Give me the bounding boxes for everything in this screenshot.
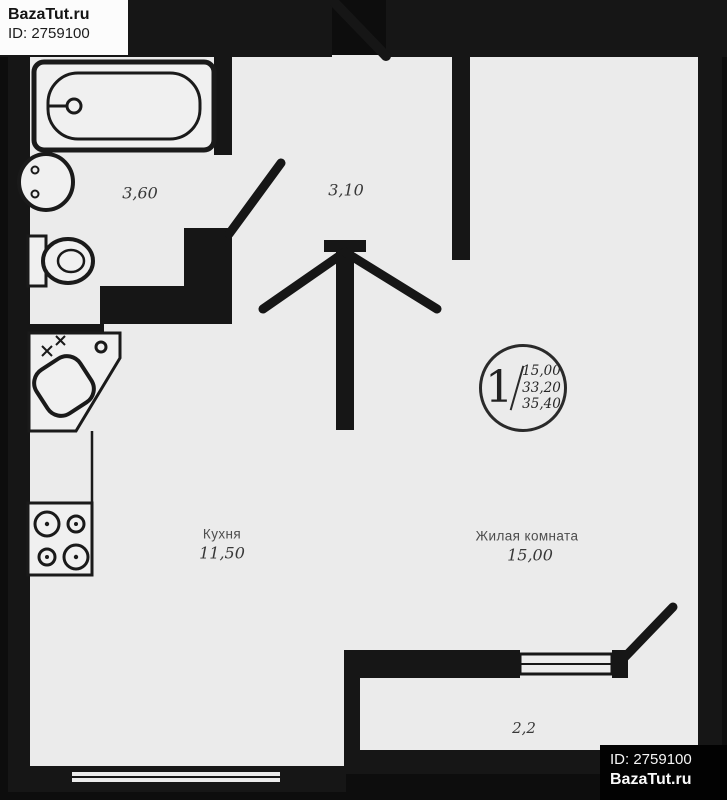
interior-door-left bbox=[258, 247, 350, 314]
entrance-door bbox=[329, 0, 391, 61]
listing-id: ID: 2759100 bbox=[8, 25, 90, 43]
balcony-door bbox=[617, 602, 678, 665]
watermark-bottom-right: ID: 2759100 BazaTut.ru bbox=[600, 745, 727, 800]
kitchen-sink-icon bbox=[27, 331, 122, 433]
rooms-count: 1 bbox=[485, 362, 514, 413]
brand-text: BazaTut.ru bbox=[8, 6, 90, 23]
bathroom-area-label: 3,60 bbox=[122, 183, 158, 203]
kitchen-area-label: 11,50 bbox=[199, 543, 245, 563]
stove-icon bbox=[26, 501, 94, 577]
balcony-window bbox=[518, 650, 614, 678]
kitchen-window bbox=[72, 772, 280, 782]
listing-id: ID: 2759100 bbox=[610, 751, 692, 768]
hallway-area-label: 3,10 bbox=[328, 180, 364, 200]
washbasin-icon bbox=[17, 152, 75, 212]
apartment-summary-badge: 1 15,00 33,20 35,40 bbox=[479, 344, 567, 432]
living-room-name-label: Жилая комната bbox=[475, 528, 579, 544]
doors bbox=[224, 0, 678, 665]
badge-total-area: 35,40 bbox=[522, 396, 561, 413]
interior-door-right bbox=[340, 247, 442, 314]
badge-useful-area: 33,20 bbox=[522, 379, 561, 396]
watermark-top-left: BazaTut.ru ID: 2759100 bbox=[0, 0, 128, 55]
balcony-area-label: 2,2 bbox=[512, 719, 536, 737]
toilet-icon bbox=[26, 234, 95, 288]
badge-living-area: 15,00 bbox=[522, 363, 561, 380]
kitchen-name-label: Кухня bbox=[202, 526, 242, 542]
bathtub-icon bbox=[31, 59, 217, 153]
bathroom-door bbox=[224, 158, 286, 239]
living-room-area-label: 15,00 bbox=[507, 545, 553, 565]
brand-text: BazaTut.ru bbox=[610, 771, 692, 788]
badge-areas: 15,00 33,20 35,40 bbox=[522, 363, 561, 412]
